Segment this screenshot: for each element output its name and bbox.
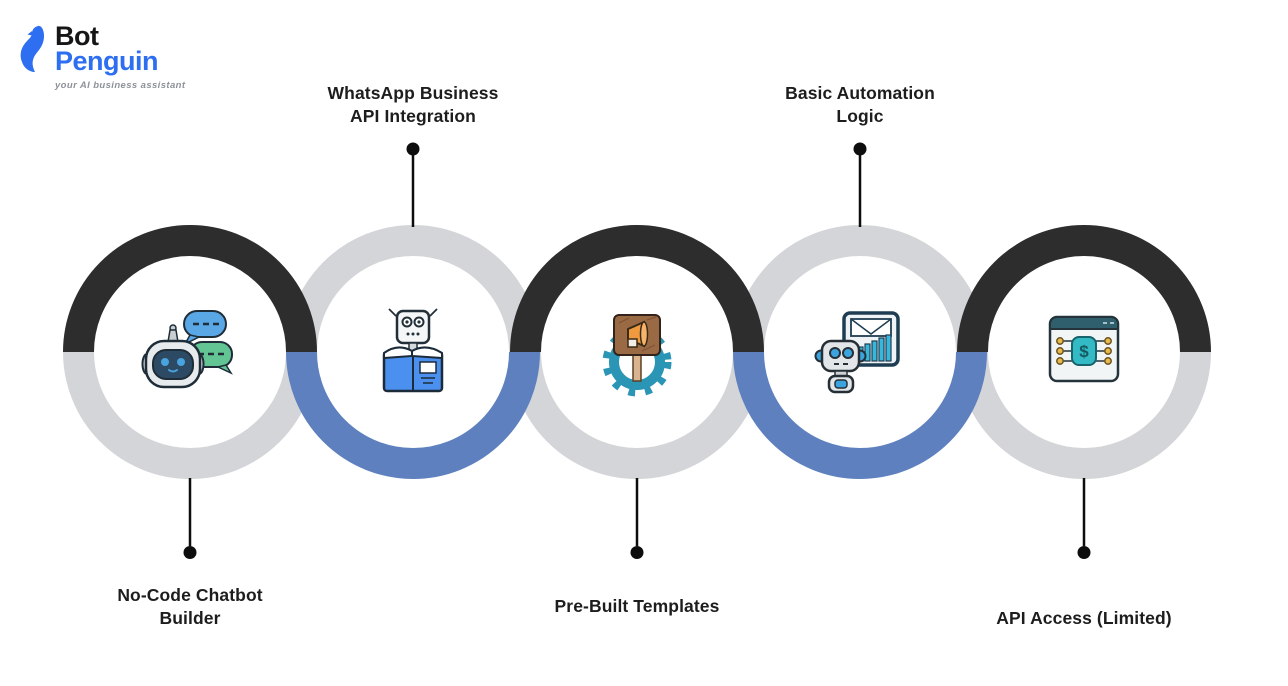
connectors: [183, 142, 1091, 559]
gray-ring-halves: [63, 225, 1211, 479]
ring-2-top-gray: [286, 225, 540, 353]
ring-5-bottom-gray: [957, 351, 1211, 479]
step-label-api-access-limited: API Access (Limited): [996, 608, 1172, 628]
connector-dot-5: [1077, 546, 1091, 559]
ring-2-bottom-blue: [286, 351, 540, 479]
ring-4-bottom-blue: [733, 351, 987, 479]
ring-4-top-gray: [733, 225, 987, 353]
step-label-no-code-chatbot-builder: No-Code Chatbot Builder: [117, 585, 263, 628]
brand-text: Bot Penguin your AI business assistant: [55, 21, 186, 92]
colored-ring-halves: [63, 225, 1211, 479]
robot-analytics-icon: [810, 305, 910, 400]
connector-dot-2: [406, 142, 420, 156]
connector-dot-4: [853, 142, 867, 156]
connector-dot-1: [183, 546, 197, 559]
ring-3-bottom-gray: [510, 351, 764, 479]
brand-tagline: your AI business assistant: [55, 80, 186, 91]
api-dollar-window-icon: $: [1034, 305, 1134, 400]
ring-1-top-dark: [63, 225, 317, 353]
ring-1-bottom-gray: [63, 351, 317, 479]
penguin-icon: [20, 25, 45, 72]
step-label-basic-automation-logic: Basic Automation Logic: [785, 83, 935, 126]
step-label-whatsapp-business-api: WhatsApp Business API Integration: [327, 83, 499, 126]
brand-line1: Bot: [55, 21, 99, 51]
gear-megaphone-icon: [587, 305, 687, 400]
ring-3-top-dark: [510, 225, 764, 353]
ring-5-top-dark: [957, 225, 1211, 353]
brand-line2: Penguin: [55, 46, 159, 76]
connector-dot-3: [630, 546, 644, 559]
chatbot-speech-icon: [140, 305, 240, 400]
step-label-pre-built-templates: Pre-Built Templates: [554, 596, 720, 616]
robot-reading-book-icon: [363, 305, 463, 400]
dollar-glyph: $: [1079, 342, 1089, 361]
botpenguin-logo: Bot Penguin your AI business assistant: [16, 21, 186, 92]
